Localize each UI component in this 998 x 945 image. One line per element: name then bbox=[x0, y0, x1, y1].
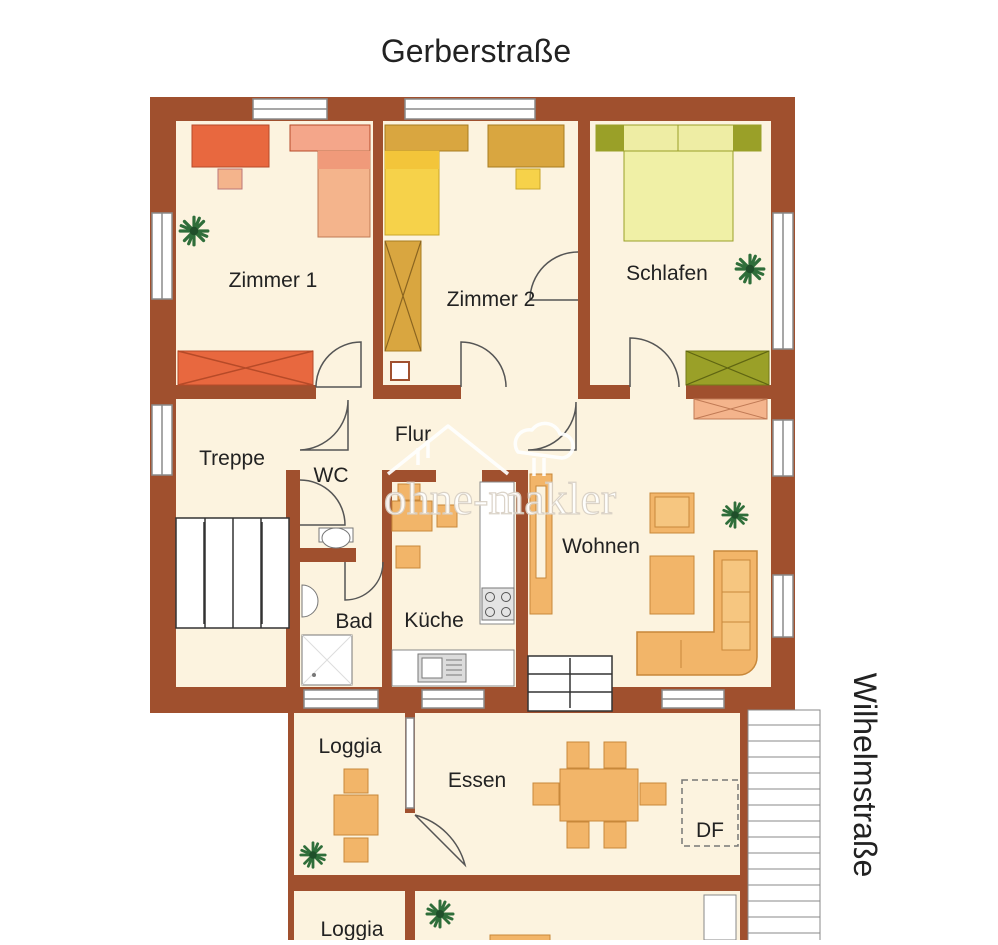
window-icon bbox=[151, 404, 173, 476]
window-icon bbox=[252, 98, 328, 120]
window-icon bbox=[404, 98, 536, 120]
living-furniture bbox=[527, 473, 758, 712]
door-swing-icon bbox=[344, 561, 384, 601]
bathroom-fixtures bbox=[301, 527, 354, 686]
door-swing-icon bbox=[460, 341, 507, 388]
zimmer2-furniture bbox=[384, 124, 565, 352]
room-label-loggia-lower: Loggia bbox=[320, 918, 383, 940]
plant-icon bbox=[734, 253, 766, 285]
room-label-df: DF bbox=[696, 819, 724, 842]
plant-icon bbox=[425, 899, 455, 929]
room-label-zimmer1: Zimmer 1 bbox=[229, 269, 318, 292]
window-icon bbox=[772, 212, 794, 350]
street-east-label: Wilhelmstraße bbox=[847, 673, 883, 877]
lower-room-furniture bbox=[489, 894, 737, 944]
shower-icon bbox=[301, 634, 353, 686]
balcony-railing bbox=[747, 709, 821, 945]
door-swing-icon bbox=[529, 251, 579, 301]
room-label-wohnen: Wohnen bbox=[562, 535, 640, 558]
door-swing-icon bbox=[299, 479, 346, 526]
door-swing-icon bbox=[299, 399, 349, 451]
window-icon bbox=[303, 689, 379, 709]
room-label-loggia: Loggia bbox=[318, 735, 381, 758]
window-icon bbox=[151, 212, 173, 300]
plant-icon bbox=[178, 215, 210, 247]
dining-furniture bbox=[333, 741, 739, 863]
window-icon bbox=[772, 419, 794, 477]
room-label-essen: Essen bbox=[448, 769, 506, 792]
sink-icon bbox=[417, 653, 467, 683]
sink-icon bbox=[301, 584, 319, 618]
stove-icon bbox=[481, 587, 515, 621]
window-icon bbox=[421, 689, 485, 709]
room-label-zimmer2: Zimmer 2 bbox=[447, 288, 536, 311]
plant-icon bbox=[721, 501, 749, 529]
doors bbox=[299, 251, 680, 868]
room-label-schlafen: Schlafen bbox=[626, 262, 708, 285]
watermark: ohne-makler bbox=[383, 421, 617, 525]
room-label-wc: WC bbox=[314, 464, 349, 487]
door-swing-icon bbox=[315, 341, 362, 388]
door-swing-icon bbox=[527, 401, 577, 451]
schlafen-furniture bbox=[595, 124, 770, 420]
window-icon bbox=[405, 717, 415, 809]
room-label-bad: Bad bbox=[335, 610, 372, 633]
street-north-label: Gerberstraße bbox=[381, 33, 571, 69]
house-logo-icon bbox=[386, 421, 575, 476]
room-label-flur: Flur bbox=[395, 423, 431, 446]
kitchen bbox=[391, 481, 515, 687]
window-icon bbox=[772, 574, 794, 638]
room-labels: Zimmer 1 Zimmer 2 Schlafen Flur Treppe W… bbox=[199, 262, 724, 941]
door-swing-icon bbox=[414, 814, 467, 868]
watermark-text: ohne-makler bbox=[384, 473, 616, 524]
door-swing-icon bbox=[629, 337, 680, 388]
stairs bbox=[175, 517, 290, 629]
windows bbox=[151, 98, 794, 809]
room-label-treppe: Treppe bbox=[199, 447, 265, 470]
zimmer1-furniture bbox=[177, 124, 371, 386]
toilet-icon bbox=[318, 527, 354, 549]
room-label-kueche: Küche bbox=[404, 609, 464, 632]
window-icon bbox=[661, 689, 725, 709]
plant-icon bbox=[299, 841, 327, 869]
